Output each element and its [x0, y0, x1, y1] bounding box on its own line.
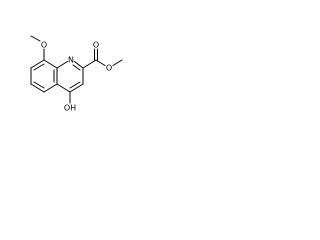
- ester-oxygen-label: O: [106, 64, 112, 73]
- bond-c6-c5: [30, 83, 45, 93]
- bond-c6-c5-inner: [33, 81, 45, 89]
- bond-c3-c4-inner: [69, 81, 81, 89]
- bond-o-ch3-methoxy: [30, 35, 41, 42]
- carbonyl-oxygen-label: O: [93, 41, 99, 50]
- bond-c8-c8a: [43, 59, 58, 69]
- bond-c8-c7-inner: [33, 63, 45, 71]
- bond-n1-c2-inner: [72, 64, 81, 71]
- bond-o-ester-ch3: [112, 59, 123, 66]
- bond-c2-carbonyl-c: [82, 59, 97, 69]
- bond-carbonyl-c-o-ester: [95, 59, 106, 66]
- bond-c4-c4a: [56, 83, 71, 93]
- bond-c3-c4: [69, 83, 84, 93]
- bond-n1-c2: [74, 61, 84, 69]
- bond-c8a-n1: [56, 61, 68, 69]
- methoxy-oxygen-label: O: [41, 41, 47, 50]
- hydroxyl-label: OH: [64, 104, 76, 113]
- chemical-structure-diagram: O N O O OH: [30, 35, 123, 113]
- bond-c5-c4a: [43, 83, 58, 93]
- bond-c8-c7: [30, 59, 45, 69]
- ring-nitrogen-label: N: [68, 56, 74, 65]
